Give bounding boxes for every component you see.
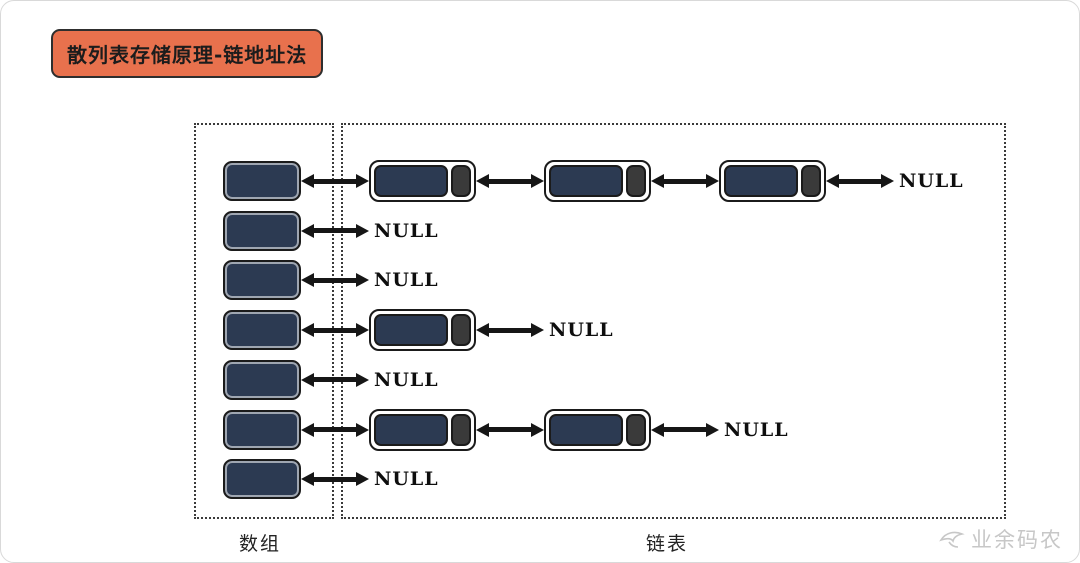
arrow-shaft bbox=[314, 178, 356, 184]
list-node bbox=[544, 408, 651, 451]
arrowhead-right-icon bbox=[706, 422, 719, 437]
null-label: NULL bbox=[374, 269, 439, 292]
link-arrow-icon bbox=[301, 472, 369, 487]
node-pointer-box bbox=[626, 165, 646, 197]
array-slot bbox=[223, 409, 301, 450]
arrow-shaft bbox=[314, 277, 356, 283]
arrow-shaft bbox=[664, 427, 706, 432]
diagram-row: NULL bbox=[223, 407, 789, 453]
arrowhead-right-icon bbox=[881, 174, 894, 188]
arrowhead-left-icon bbox=[476, 323, 489, 338]
arrow-shaft bbox=[664, 178, 706, 184]
arrowhead-right-icon bbox=[531, 422, 544, 437]
arrowhead-right-icon bbox=[356, 323, 369, 338]
node-data-box bbox=[549, 165, 623, 197]
arrowhead-right-icon bbox=[356, 273, 369, 288]
array-slot bbox=[223, 359, 301, 400]
arrow-shaft bbox=[314, 228, 356, 234]
arrowhead-right-icon bbox=[356, 422, 369, 437]
node-data-box bbox=[374, 165, 448, 197]
link-arrow-icon bbox=[826, 174, 894, 188]
list-node bbox=[369, 309, 476, 352]
link-arrow-icon bbox=[301, 422, 369, 437]
link-arrow-icon bbox=[651, 422, 719, 437]
link-arrow-icon bbox=[301, 323, 369, 338]
arrowhead-right-icon bbox=[531, 323, 544, 338]
diagram-row: NULL bbox=[223, 257, 439, 303]
null-label: NULL bbox=[724, 418, 789, 441]
arrowhead-left-icon bbox=[476, 422, 489, 437]
null-label: NULL bbox=[374, 219, 439, 242]
arrow-shaft bbox=[314, 476, 356, 482]
arrow-shaft bbox=[839, 178, 881, 184]
arrowhead-left-icon bbox=[301, 323, 314, 338]
arrowhead-left-icon bbox=[476, 174, 489, 188]
node-pointer-box bbox=[626, 413, 646, 446]
list-node bbox=[719, 160, 826, 202]
link-arrow-icon bbox=[301, 273, 369, 288]
null-label: NULL bbox=[374, 368, 439, 391]
arrowhead-right-icon bbox=[356, 372, 369, 387]
node-pointer-box bbox=[451, 165, 471, 197]
node-data-box bbox=[374, 314, 448, 347]
null-label: NULL bbox=[899, 170, 964, 192]
watermark: 业余码农 bbox=[939, 524, 1063, 554]
arrow-shaft bbox=[314, 377, 356, 383]
arrow-shaft bbox=[314, 327, 356, 333]
array-slot bbox=[223, 459, 301, 500]
arrowhead-right-icon bbox=[531, 174, 544, 188]
list-node bbox=[369, 408, 476, 451]
diagram-row: NULL bbox=[223, 357, 439, 403]
arrow-shaft bbox=[489, 178, 531, 184]
arrowhead-left-icon bbox=[826, 174, 839, 188]
array-label: 数组 bbox=[239, 533, 282, 555]
array-slot bbox=[223, 260, 301, 301]
list-node bbox=[544, 160, 651, 202]
link-arrow-icon bbox=[476, 422, 544, 437]
array-slot bbox=[223, 161, 301, 201]
null-label: NULL bbox=[374, 468, 439, 491]
arrowhead-right-icon bbox=[356, 472, 369, 487]
node-data-box bbox=[549, 413, 623, 446]
arrowhead-right-icon bbox=[706, 174, 719, 188]
arrow-shaft bbox=[489, 427, 531, 432]
diagram-row: NULL bbox=[223, 208, 439, 254]
diagram-row: NULL bbox=[223, 307, 614, 353]
diagram-row: NULL bbox=[223, 158, 964, 204]
node-pointer-box bbox=[451, 413, 471, 446]
node-pointer-box bbox=[801, 165, 821, 197]
link-arrow-icon bbox=[476, 174, 544, 188]
node-data-box bbox=[374, 413, 448, 446]
node-pointer-box bbox=[451, 314, 471, 347]
link-arrow-icon bbox=[301, 223, 369, 238]
link-arrow-icon bbox=[301, 174, 369, 188]
link-arrow-icon bbox=[301, 372, 369, 387]
list-node bbox=[369, 160, 476, 202]
arrowhead-left-icon bbox=[301, 372, 314, 387]
bird-logo-icon bbox=[939, 527, 965, 551]
linked-list-label: 链表 bbox=[646, 533, 689, 555]
arrowhead-left-icon bbox=[651, 422, 664, 437]
arrowhead-left-icon bbox=[301, 472, 314, 487]
link-arrow-icon bbox=[476, 323, 544, 338]
arrow-shaft bbox=[489, 327, 531, 333]
arrowhead-left-icon bbox=[301, 174, 314, 188]
arrow-shaft bbox=[314, 427, 356, 432]
array-slot bbox=[223, 210, 301, 251]
arrowhead-left-icon bbox=[301, 422, 314, 437]
watermark-text: 业余码农 bbox=[971, 528, 1063, 552]
arrowhead-left-icon bbox=[651, 174, 664, 188]
node-data-box bbox=[724, 165, 798, 197]
null-label: NULL bbox=[549, 319, 614, 342]
arrowhead-left-icon bbox=[301, 273, 314, 288]
arrowhead-left-icon bbox=[301, 223, 314, 238]
diagram-row: NULL bbox=[223, 456, 439, 502]
link-arrow-icon bbox=[651, 174, 719, 188]
array-region bbox=[194, 123, 334, 519]
linked-list-region bbox=[341, 123, 1006, 519]
arrowhead-right-icon bbox=[356, 223, 369, 238]
arrowhead-right-icon bbox=[356, 174, 369, 188]
title-badge: 散列表存储原理-链地址法 bbox=[51, 29, 324, 78]
array-slot bbox=[223, 310, 301, 351]
